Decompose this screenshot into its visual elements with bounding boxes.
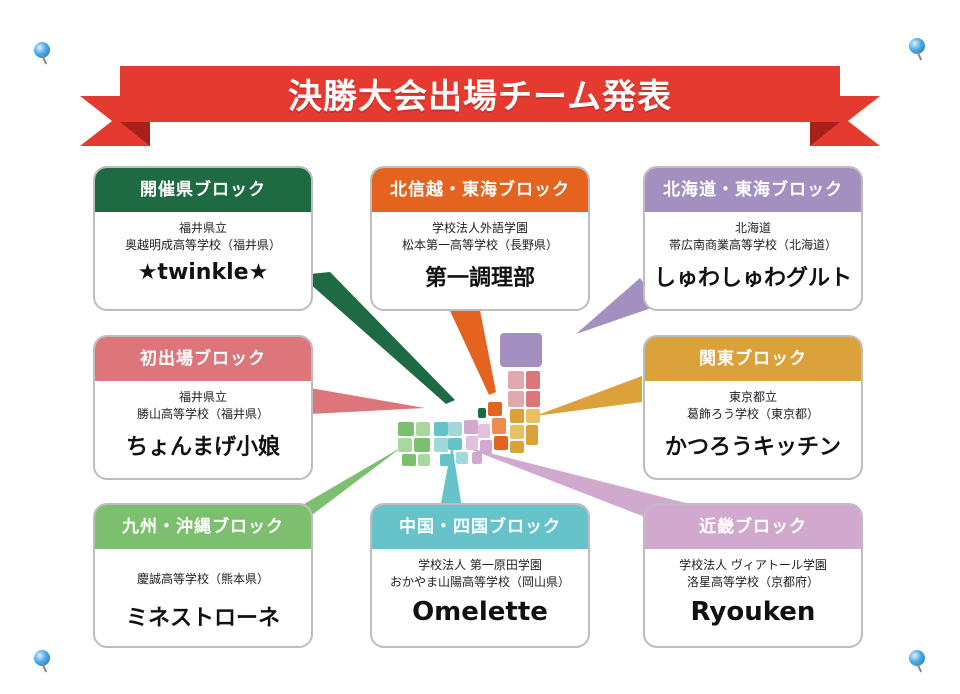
- wedge-chugoku-shikoku: [440, 445, 462, 508]
- block-header: 北信越・東海ブロック: [372, 168, 588, 212]
- team-name: ミネストローネ: [125, 606, 280, 631]
- wedge-hokushinetsu-tokai: [445, 300, 496, 395]
- school-name: 北海道 帯広南商業高等学校（北海道）: [668, 221, 837, 252]
- block-header: 北海道・東海ブロック: [645, 168, 861, 212]
- pushpin-icon: [908, 650, 926, 673]
- team-name: Omelette: [412, 597, 548, 627]
- team-name: ★twinkle★: [137, 260, 269, 285]
- block-header: 初出場ブロック: [95, 337, 311, 381]
- map-kyushu: [398, 422, 430, 466]
- block-card-hokkaido-tohoku: 北海道・東海ブロック 北海道 帯広南商業高等学校（北海道） しゅわしゅわグルト: [643, 166, 863, 311]
- school-name: 東京都立 葛飾ろう学校（東京都）: [686, 390, 819, 421]
- block-header: 近畿ブロック: [645, 505, 861, 549]
- wedge-first-time: [310, 388, 425, 414]
- team-name: かつろうキッチン: [664, 435, 841, 460]
- block-card-first-time: 初出場ブロック 福井県立 勝山高等学校（福井県） ちょんまげ小娘: [93, 335, 313, 480]
- team-name: しゅわしゅわグルト: [653, 266, 852, 291]
- pushpin-icon: [33, 650, 51, 673]
- block-header: 九州・沖縄ブロック: [95, 505, 311, 549]
- block-header: 開催県ブロック: [95, 168, 311, 212]
- wedge-kanto: [535, 376, 642, 416]
- block-card-kinki: 近畿ブロック 学校法人 ヴィアトール学園 洛星高等学校（京都府） Ryouken: [643, 503, 863, 648]
- block-card-chugoku-shikoku: 中国・四国ブロック 学校法人 第一原田学園 おかやま山陽高等学校（岡山県） Om…: [370, 503, 590, 648]
- school-name: 福井県立 奥越明成高等学校（福井県）: [124, 221, 281, 252]
- title-banner: [80, 66, 880, 146]
- wedge-kyushu-okinawa: [280, 447, 402, 518]
- team-name: ちょんまげ小娘: [125, 435, 280, 460]
- banner-body: [120, 66, 840, 122]
- page-title: 決勝大会出場チーム発表: [288, 77, 672, 117]
- block-header: 中国・四国ブロック: [372, 505, 588, 549]
- wedge-kinki: [462, 446, 690, 526]
- map-chugoku-shikoku: [434, 422, 468, 466]
- block-card-kyushu-okinawa: 九州・沖縄ブロック 慶誠高等学校（熊本県） ミネストローネ: [93, 503, 313, 648]
- banner-fold-left: [120, 122, 150, 146]
- school-name: 福井県立 勝山高等学校（福井県）: [136, 390, 269, 421]
- wedge-hokkaido-tohoku: [576, 278, 660, 334]
- school-name: 慶誠高等学校（熊本県）: [136, 572, 269, 586]
- team-name: Ryouken: [690, 597, 816, 627]
- block-card-hokushinetsu-tokai: 北信越・東海ブロック 学校法人外語学園 松本第一高等学校（長野県） 第一調理部: [370, 166, 590, 311]
- map-kinki: [464, 420, 492, 464]
- pushpin-icon: [33, 42, 51, 65]
- banner-fold-right: [810, 122, 840, 146]
- team-name: 第一調理部: [424, 266, 535, 291]
- map-hokkaido-tohoku: [500, 333, 542, 407]
- school-name: 学校法人 ヴィアトール学園 洛星高等学校（京都府）: [679, 558, 827, 589]
- wedge-host: [300, 272, 455, 404]
- block-card-kanto: 関東ブロック 東京都立 葛飾ろう学校（東京都） かつろうキッチン: [643, 335, 863, 480]
- school-name: 学校法人 第一原田学園 おかやま山陽高等学校（岡山県）: [389, 558, 570, 589]
- map-kanto: [510, 409, 540, 453]
- map-chubu: [478, 402, 508, 450]
- pushpin-icon: [908, 38, 926, 61]
- block-card-host: 開催県ブロック 福井県立 奥越明成高等学校（福井県） ★twinkle★: [93, 166, 313, 311]
- block-header: 関東ブロック: [645, 337, 861, 381]
- school-name: 学校法人外語学園 松本第一高等学校（長野県）: [401, 221, 558, 252]
